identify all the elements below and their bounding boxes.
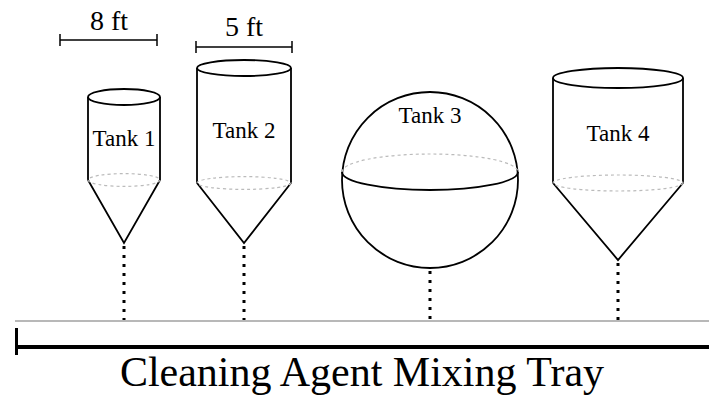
drip-line	[123, 246, 126, 320]
tray-base	[15, 345, 709, 349]
tank-body	[197, 68, 291, 243]
node-outline	[551, 66, 685, 262]
sphere-equator-back	[342, 154, 518, 172]
dimension-line	[196, 46, 292, 48]
tank-seam	[197, 177, 291, 190]
dimension-tick	[195, 41, 197, 53]
dimension-line	[60, 39, 157, 41]
tank-body	[553, 78, 683, 260]
tank-label: Tank 3	[399, 104, 462, 127]
tray-surface	[15, 320, 709, 322]
node-outline	[195, 58, 293, 245]
tank: Tank 1	[86, 87, 162, 245]
tank-body	[88, 97, 160, 243]
tank-label: Tank 4	[587, 122, 650, 145]
node-outline	[86, 87, 162, 245]
dimension-label: 5 ft	[225, 13, 263, 41]
drip-line	[617, 263, 620, 320]
dimension-tick	[291, 41, 293, 53]
tray-label: Cleaning Agent Mixing Tray	[120, 351, 604, 393]
tank-seam	[553, 175, 683, 191]
tank: Tank 4	[551, 66, 685, 262]
sphere-equator-front	[342, 172, 518, 190]
tank: Tank 3	[340, 90, 520, 270]
tank-label: Tank 1	[93, 127, 156, 150]
tray-end	[15, 328, 18, 355]
tank-rim	[197, 60, 291, 76]
mixing-tray: Cleaning Agent Mixing Tray	[15, 320, 709, 395]
tank-rim	[553, 68, 683, 88]
tank-seam	[88, 174, 160, 187]
dimension-tick	[156, 34, 158, 46]
drip-line	[429, 271, 432, 320]
tank: Tank 2	[195, 58, 293, 245]
sphere-outline	[342, 92, 518, 268]
dimension-tick	[59, 34, 61, 46]
drip-line	[243, 246, 246, 320]
dimension-label: 8 ft	[90, 7, 128, 35]
tank-label: Tank 2	[213, 119, 276, 142]
tank-rim	[88, 89, 160, 105]
